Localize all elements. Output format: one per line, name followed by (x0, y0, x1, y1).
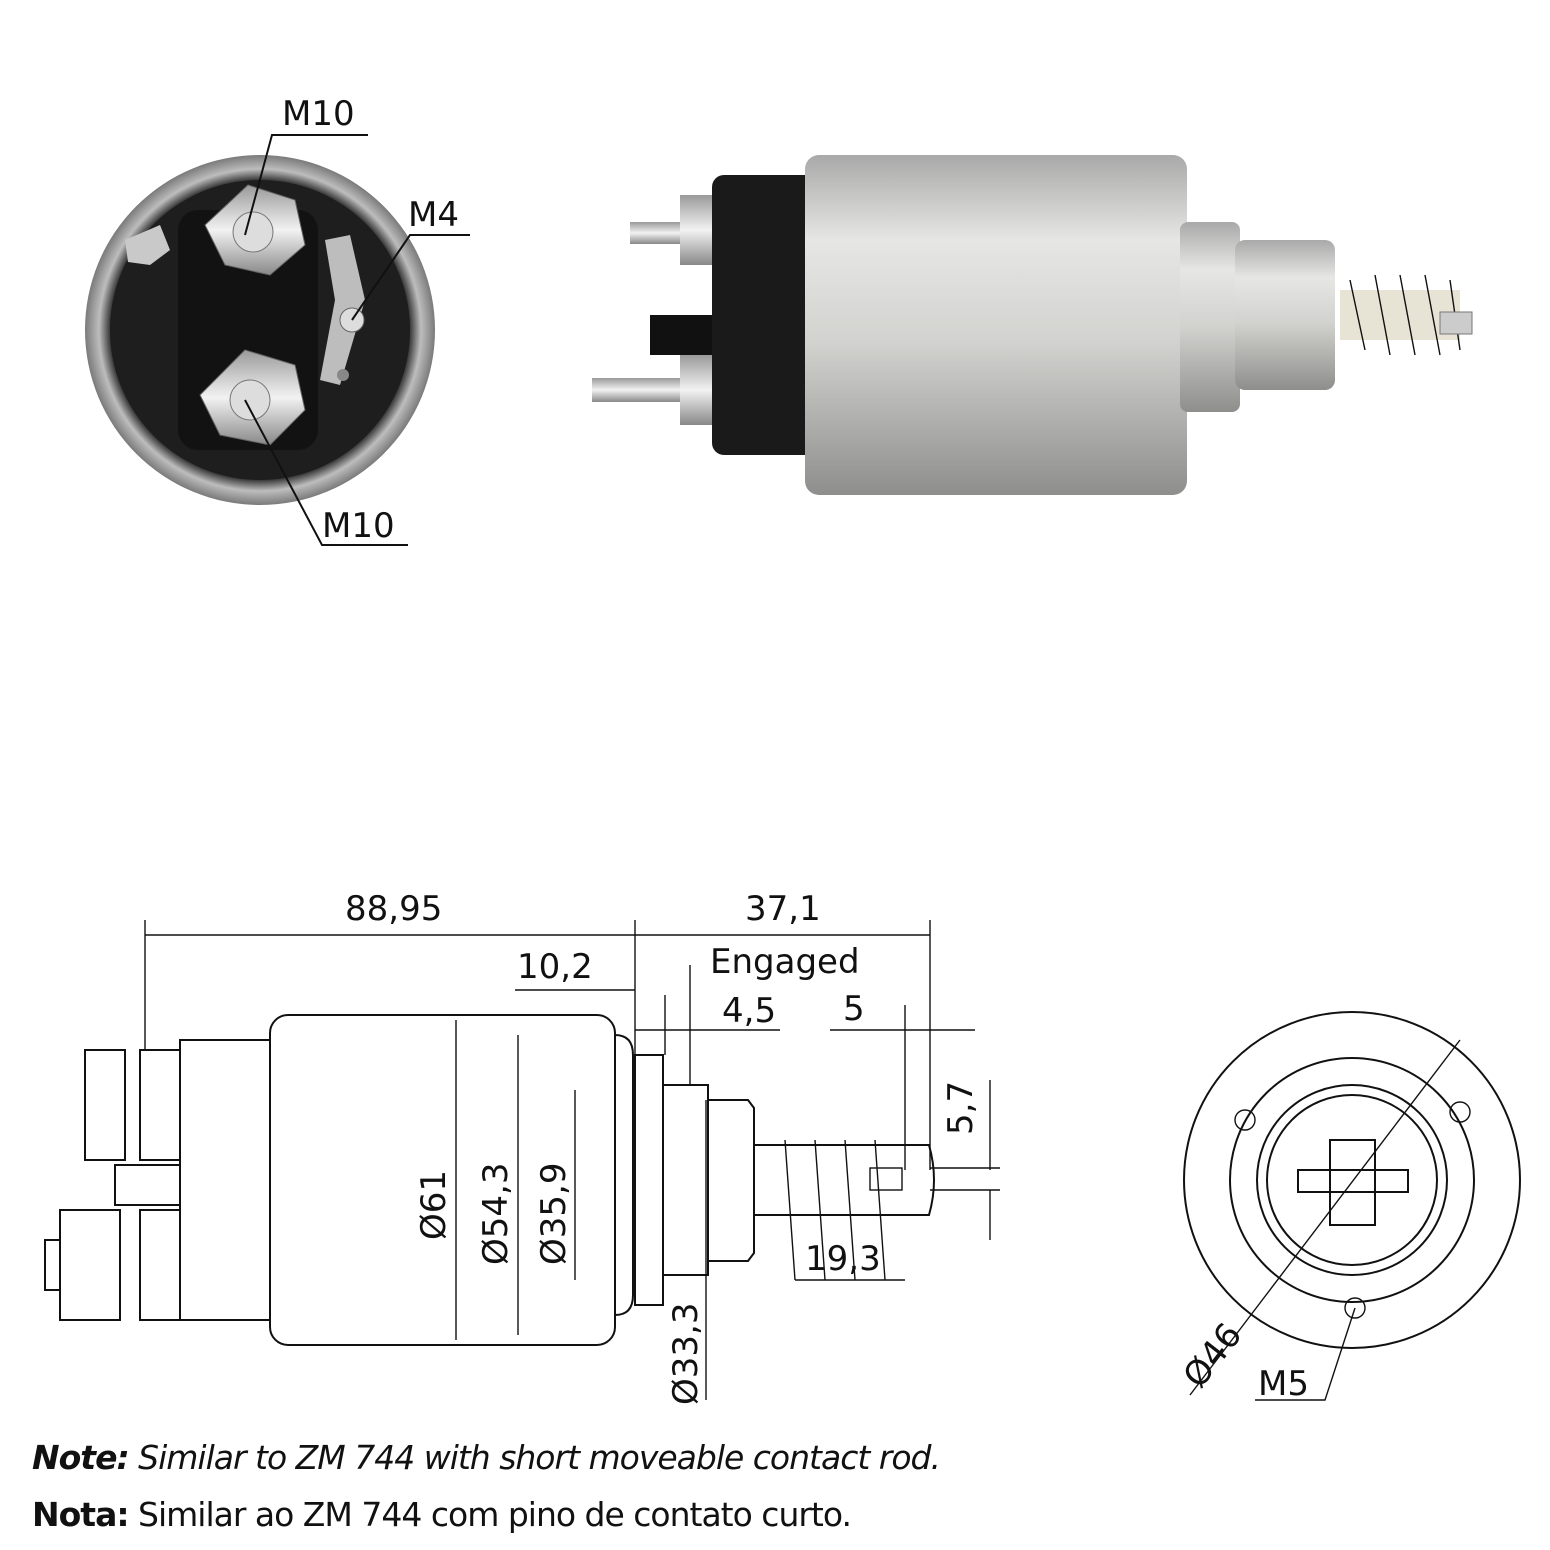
note-text-en: Similar to ZM 744 with short moveable co… (138, 1438, 941, 1477)
dim-bolt-circle: Ø46 (1176, 1316, 1251, 1396)
dim-travel: 5 (843, 989, 865, 1029)
hex-nut-bottom (199, 349, 306, 446)
end-view-photo: M10 M4 M10 (85, 94, 470, 546)
label-m10-bottom: M10 (322, 506, 395, 546)
note-label-pt: Nota: (32, 1495, 130, 1534)
hex-nut-top (204, 184, 306, 276)
dim-engaged-length: 37,1 (745, 889, 821, 929)
note-english: Note: Similar to ZM 744 with short movea… (32, 1438, 941, 1477)
label-m5: M5 (1258, 1364, 1309, 1404)
dim-dia-nose: Ø33,3 (666, 1303, 706, 1405)
dim-dia-flange: Ø35,9 (534, 1163, 574, 1265)
dim-step: 4,5 (722, 991, 776, 1031)
dim-dia-body: Ø61 (414, 1170, 454, 1240)
solenoid-photo (592, 155, 1473, 495)
dim-spring-length: 19,3 (805, 1239, 881, 1279)
side-view-drawing: 88,95 37,1 Engaged 10,2 4,5 5 19,3 5,7 Ø… (44, 889, 1000, 1405)
label-m4: M4 (408, 195, 459, 235)
dim-flange-offset: 10,2 (517, 947, 593, 987)
dim-pin-width: 5,7 (941, 1081, 981, 1135)
label-engaged: Engaged (710, 942, 860, 982)
label-m10-top: M10 (282, 94, 355, 134)
note-text-pt: Similar ao ZM 744 com pino de contato cu… (138, 1495, 852, 1534)
end-view-drawing: Ø46 M5 (1176, 1011, 1521, 1404)
dim-overall-length: 88,95 (345, 889, 442, 929)
note-portuguese: Nota: Similar ao ZM 744 com pino de cont… (32, 1495, 852, 1534)
note-label-en: Note: (32, 1438, 130, 1477)
dim-dia-inner: Ø54,3 (476, 1163, 516, 1265)
